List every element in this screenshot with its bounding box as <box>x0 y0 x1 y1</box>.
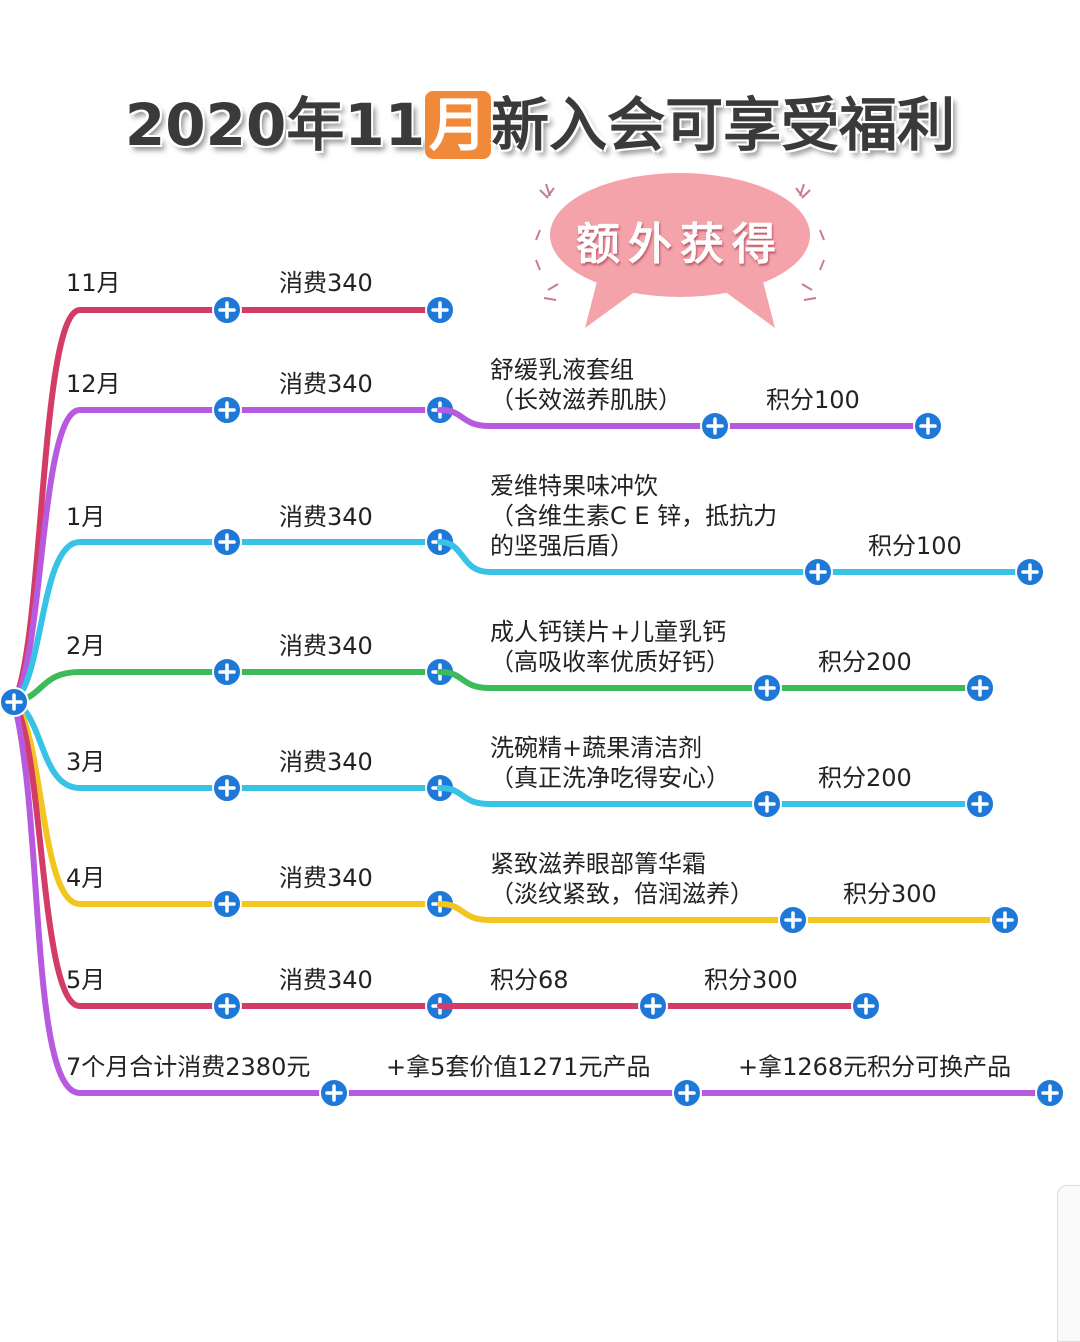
expand-node-icon[interactable] <box>213 774 241 802</box>
expand-node-icon[interactable] <box>1016 558 1044 586</box>
expand-node-icon[interactable] <box>213 296 241 324</box>
products-text: 拿5套价值1271元产品 <box>406 1053 650 1081</box>
month-label: 3月 <box>66 747 105 777</box>
expand-node-icon[interactable] <box>914 412 942 440</box>
expand-node-icon[interactable] <box>213 890 241 918</box>
spend-label: 消费340 <box>279 502 373 532</box>
month-label: 11月 <box>66 268 121 298</box>
expand-node-icon[interactable] <box>213 658 241 686</box>
month-label: 5月 <box>66 965 105 995</box>
expand-node-icon[interactable] <box>426 296 454 324</box>
reward-label: 积分68 <box>490 965 569 995</box>
plus-icon: + <box>386 1053 406 1081</box>
expand-node-icon[interactable] <box>852 992 880 1020</box>
expand-node-icon[interactable] <box>213 992 241 1020</box>
side-scroll-tab[interactable] <box>1057 1185 1080 1342</box>
expand-node-icon[interactable] <box>213 396 241 424</box>
expand-node-icon[interactable] <box>673 1079 701 1107</box>
month-label: 1月 <box>66 502 105 532</box>
reward-label: 成人钙镁片+儿童乳钙 （高吸收率优质好钙） <box>490 617 730 677</box>
spend-label: 消费340 <box>279 965 373 995</box>
reward-label: 爱维特果味冲饮 （含维生素C E 锌，抵抗力 的坚强后盾） <box>490 471 777 561</box>
reward-label: 舒缓乳液套组 （长效滋养肌肤） <box>490 355 682 415</box>
expand-node-icon[interactable] <box>753 790 781 818</box>
month-label: 4月 <box>66 863 105 893</box>
points-label: 积分100 <box>766 385 860 415</box>
expand-node-icon[interactable] <box>639 992 667 1020</box>
spend-label: 消费340 <box>279 268 373 298</box>
reward-label: 紧致滋养眼部箐华霜 （淡纹紧致，倍润滋养） <box>490 849 754 909</box>
spend-label: 消费340 <box>279 747 373 777</box>
reward-label: 洗碗精+蔬果清洁剂 （真正洗净吃得安心） <box>490 733 730 793</box>
points-label: 积分300 <box>843 879 937 909</box>
expand-node-icon[interactable] <box>966 674 994 702</box>
products-label: +拿5套价值1271元产品 <box>386 1052 650 1082</box>
expand-node-icon[interactable] <box>804 558 832 586</box>
points-label: 积分200 <box>818 763 912 793</box>
expand-node-icon[interactable] <box>320 1079 348 1107</box>
spend-label: 消费340 <box>279 863 373 893</box>
expand-node-icon[interactable] <box>966 790 994 818</box>
plus-icon: + <box>738 1053 758 1081</box>
expand-node-icon[interactable] <box>753 674 781 702</box>
expand-node-icon[interactable] <box>1036 1079 1064 1107</box>
expand-node-icon[interactable] <box>701 412 729 440</box>
spend-label: 消费340 <box>279 369 373 399</box>
points-summary-label: +拿1268元积分可换产品 <box>738 1052 1011 1082</box>
total-spend-label: 7个月合计消费2380元 <box>66 1052 310 1082</box>
month-label: 2月 <box>66 631 105 661</box>
points-summary-text: 拿1268元积分可换产品 <box>758 1053 1011 1081</box>
root-node-icon[interactable] <box>0 688 28 716</box>
points-label: 积分300 <box>704 965 798 995</box>
expand-node-icon[interactable] <box>213 528 241 556</box>
spend-label: 消费340 <box>279 631 373 661</box>
expand-node-icon[interactable] <box>991 906 1019 934</box>
month-label: 12月 <box>66 369 121 399</box>
points-label: 积分200 <box>818 647 912 677</box>
expand-node-icon[interactable] <box>779 906 807 934</box>
points-label: 积分100 <box>868 531 962 561</box>
